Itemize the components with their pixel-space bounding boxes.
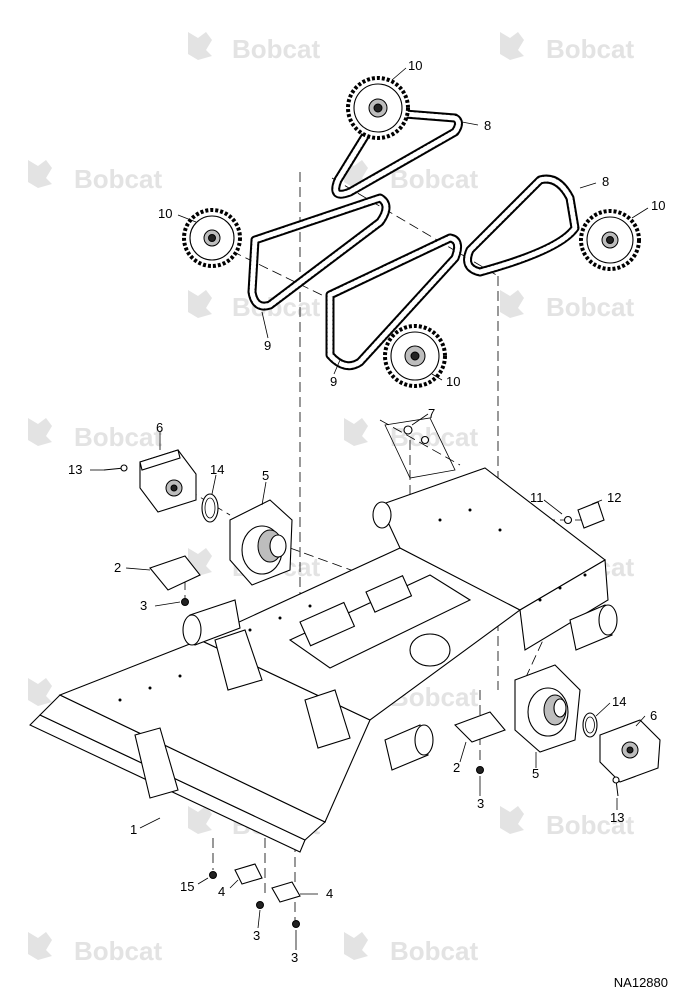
o-ring-left (201, 493, 219, 523)
axle-tube-right-rear (569, 604, 618, 651)
bobcat-logo-icon (500, 806, 524, 834)
callout-bolt: 7 (428, 406, 435, 421)
drive-chain-upper-left (331, 107, 463, 199)
motor-left (139, 449, 197, 513)
watermark-text: Bobcat (546, 34, 634, 64)
watermark-tile: Bobcat (28, 418, 162, 452)
callout-bracket: 12 (607, 490, 621, 505)
bobcat-logo-icon (500, 32, 524, 60)
drawing-number: NA12880 (613, 975, 668, 990)
nut-right-cover (476, 766, 484, 774)
watermark-tile: Bobcat (28, 932, 162, 966)
gearbox-right (514, 664, 581, 753)
watermark-tile: Bobcat (28, 160, 162, 194)
callout-nut: 15 (180, 879, 194, 894)
callout-nut: 3 (140, 598, 147, 613)
bobcat-logo-icon (344, 932, 368, 960)
callout-plate: 4 (326, 886, 333, 901)
watermark-tile: Bobcat (500, 806, 634, 840)
callout-sprocket: 10 (158, 206, 172, 221)
drive-chain-middle (325, 233, 463, 371)
main-frame (29, 467, 618, 853)
callout-cover-plate: 2 (114, 560, 121, 575)
drive-chain-right (463, 174, 580, 277)
axle-tube-left-rear (372, 501, 392, 529)
watermark-tile: Bobcat (188, 32, 320, 64)
gearbox-left (229, 499, 293, 586)
callout-sprocket: 10 (408, 58, 422, 73)
cover-plate-right (454, 711, 506, 743)
callout-gearbox: 5 (262, 468, 269, 483)
axle-tube-left-front (182, 599, 241, 646)
nut-item-3-left (256, 901, 264, 909)
plate-item-4-right (271, 881, 301, 903)
watermark-text: Bobcat (74, 936, 162, 966)
watermark-tile: Bobcat (500, 32, 634, 64)
o-ring-right (582, 712, 598, 738)
watermark-tile: Bobcat (344, 418, 478, 452)
bobcat-logo-icon (28, 678, 52, 706)
callout-bolt: 11 (530, 490, 544, 505)
watermark-text: Bobcat (390, 164, 478, 194)
bobcat-logo-icon (28, 932, 52, 960)
callout-sprocket: 10 (446, 374, 460, 389)
motor-right (599, 719, 661, 783)
callout-chain: 8 (484, 118, 491, 133)
nut-item-15 (209, 871, 217, 879)
frame-holes (118, 508, 587, 702)
bracket-item-12 (577, 501, 605, 529)
callout-plate: 4 (218, 884, 225, 899)
callout-cover-plate: 2 (453, 760, 460, 775)
callout-o-ring: 14 (210, 462, 224, 477)
watermark-text: Bobcat (74, 422, 162, 452)
watermark-text: Bobcat (232, 34, 320, 64)
sprocket-left (182, 208, 242, 268)
callout-nut: 3 (477, 796, 484, 811)
callout-main-frame: 1 (130, 822, 137, 837)
cover-plate-left (149, 555, 201, 591)
bolts-item-7 (384, 417, 456, 479)
callout-bolt: 13 (68, 462, 82, 477)
bobcat-logo-icon (188, 32, 212, 60)
callout-motor: 6 (156, 420, 163, 435)
bobcat-logo-icon (28, 160, 52, 188)
sprocket-lower (383, 324, 447, 388)
bobcat-logo-icon (188, 806, 212, 834)
watermark-text: Bobcat (74, 164, 162, 194)
bolt-item-11 (563, 515, 573, 525)
callout-motor: 6 (650, 708, 657, 723)
nut-item-3-right (292, 920, 300, 928)
bobcat-logo-icon (344, 418, 368, 446)
bobcat-logo-icon (188, 290, 212, 318)
drive-chain-left (247, 193, 391, 311)
callout-sprocket: 10 (651, 198, 665, 213)
bobcat-logo-icon (28, 418, 52, 446)
callout-chain: 9 (330, 374, 337, 389)
callout-chain: 9 (264, 338, 271, 353)
sprocket-right (579, 209, 641, 271)
watermark-text: Bobcat (390, 936, 478, 966)
watermark-text: Bobcat (546, 810, 634, 840)
bolt-right-motor (612, 776, 620, 797)
sprocket-upper (346, 76, 410, 140)
bobcat-logo-icon (500, 290, 524, 318)
axle-tube-right-front (384, 724, 434, 771)
leader-lines (90, 67, 649, 950)
callout-nut: 3 (253, 928, 260, 943)
callout-nut: 3 (291, 950, 298, 965)
watermark-text: Bobcat (546, 292, 634, 322)
callout-gearbox: 5 (532, 766, 539, 781)
callout-labels: 10 8 10 8 10 9 9 10 7 6 13 14 5 11 12 2 … (68, 58, 665, 965)
callout-o-ring: 14 (612, 694, 626, 709)
plate-item-4-left (234, 863, 263, 885)
watermark-tile: Bobcat (500, 290, 634, 322)
nut-left-cover (181, 598, 189, 606)
bolt-left-motor (103, 464, 128, 472)
watermark-tile: Bobcat (344, 932, 478, 966)
callout-bolt: 13 (610, 810, 624, 825)
callout-chain: 8 (602, 174, 609, 189)
